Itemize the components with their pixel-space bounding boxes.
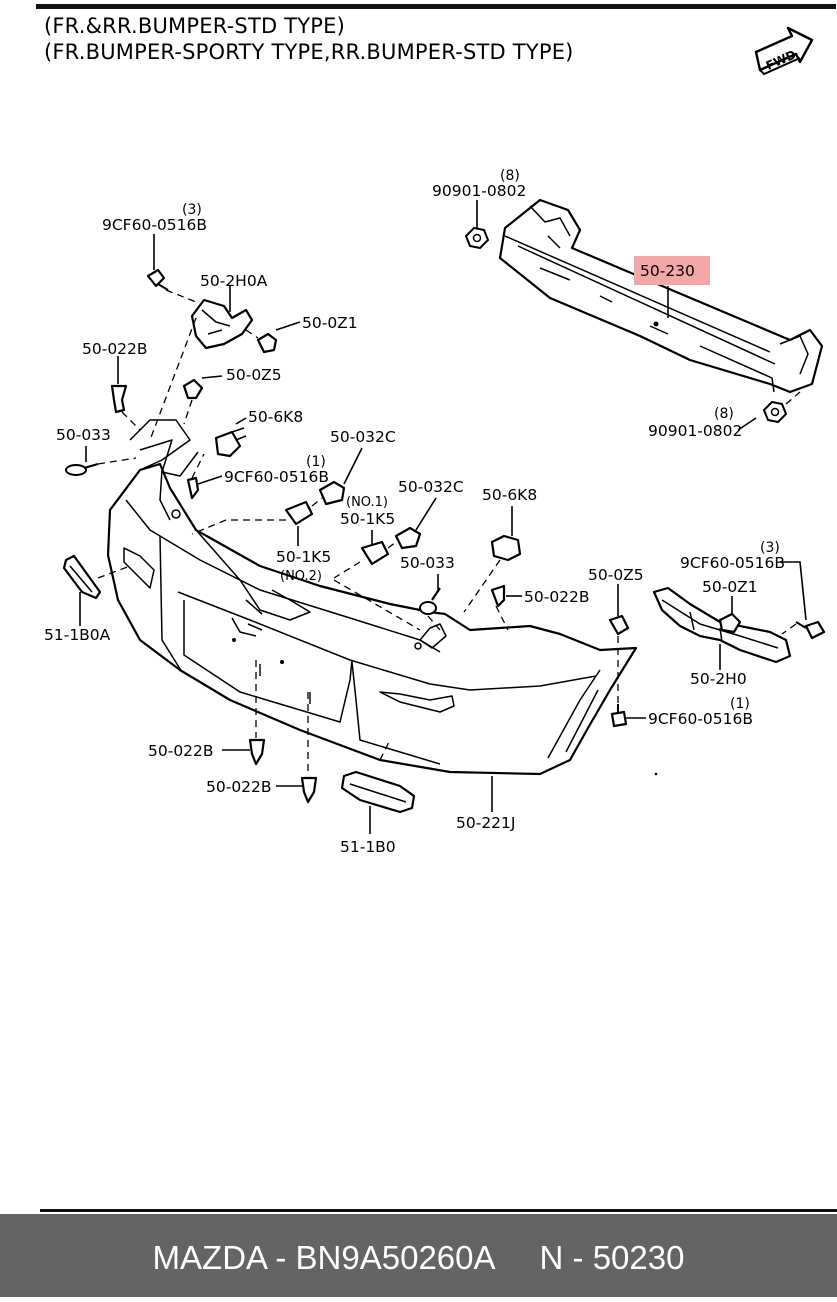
label-50-0z1-right: 50-0Z1 xyxy=(702,578,758,596)
dash-2h0a-down xyxy=(149,317,197,441)
label-50-2h0a: 50-2H0A xyxy=(200,272,268,290)
diagram-title-line-1: (FR.&RR.BUMPER-STD TYPE) xyxy=(44,14,346,38)
label-50-221j: 50-221J xyxy=(456,814,515,832)
top-rule xyxy=(36,4,836,9)
dash-022b-left xyxy=(121,411,141,431)
label-90901-top: 90901-0802 xyxy=(432,182,526,200)
dash-1k5-center-left xyxy=(333,561,361,579)
screw-9cf60-right xyxy=(795,620,826,640)
label-50-022b-bottom1: 50-022B xyxy=(148,742,214,760)
fwd-arrow-icon: FWD xyxy=(754,26,814,76)
clip-50-0z1-left xyxy=(256,332,278,354)
qty-9cf60-mid: (1) xyxy=(306,454,326,470)
screw-9cf60-bottom-right xyxy=(610,704,628,728)
label-50-022b-bottom2: 50-022B xyxy=(206,778,272,796)
label-9cf60-top: 9CF60-0516B xyxy=(102,216,207,234)
bumper-reinforcement-part xyxy=(498,198,824,394)
clip-50-1k5-no1 xyxy=(284,500,314,526)
leader-9cf60-right xyxy=(780,561,807,621)
label-50-1k5-no1: 50-1K5 xyxy=(340,510,395,528)
parts-diagram: FWD xyxy=(44,26,826,856)
footer-bar: MAZDA - BN9A50260A N - 50230 xyxy=(0,1214,837,1297)
clip-50-0z1-right xyxy=(718,612,742,634)
dash-51-1b0a xyxy=(97,565,131,579)
dash-6k8-right xyxy=(463,559,501,613)
fastener-50-6k8-right xyxy=(490,534,522,562)
dash-51-1b0 xyxy=(379,739,391,761)
screw-50-033-center xyxy=(419,587,441,615)
dash-022b-center xyxy=(495,605,509,631)
label-50-032c-top: 50-032C xyxy=(330,428,396,446)
label-50-033-center: 50-033 xyxy=(400,554,455,572)
label-51-1b0: 51-1B0 xyxy=(340,838,396,856)
label-50-6k8-left: 50-6K8 xyxy=(248,408,303,426)
reflector-51-1b0a-part xyxy=(62,554,102,600)
note-no2: (NO.2) xyxy=(280,569,322,584)
bracket-50-2h0a-part xyxy=(190,298,254,350)
dash-033-center xyxy=(427,615,441,631)
label-50-230: 50-230 xyxy=(640,262,695,280)
dash-1k5-center xyxy=(387,541,397,549)
label-50-022b-center: 50-022B xyxy=(524,588,590,606)
clip-50-032c-mid xyxy=(394,526,422,550)
label-90901-bottom: 90901-0802 xyxy=(648,422,742,440)
clip-50-1k5-center xyxy=(360,540,390,566)
qty-9cf60-right: (3) xyxy=(760,540,780,556)
dash-0z1-left xyxy=(245,329,259,339)
label-50-033-left: 50-033 xyxy=(56,426,111,444)
screw-9cf60-mid xyxy=(186,476,200,500)
dash-90901-bottom xyxy=(785,391,801,405)
dash-9cf60-mid xyxy=(191,453,205,479)
bottom-rule xyxy=(40,1209,837,1212)
dash-9cf60-top xyxy=(165,289,197,303)
clip-50-032c-top xyxy=(318,480,346,506)
label-9cf60-bottom-right: 9CF60-0516B xyxy=(648,710,753,728)
clip-50-0z5-right xyxy=(608,614,630,636)
label-50-2h0: 50-2H0 xyxy=(690,670,747,688)
leader-50-0z5-left xyxy=(201,375,223,379)
dash-9cf60-right xyxy=(781,623,797,635)
label-9cf60-mid: 9CF60-0516B xyxy=(224,468,329,486)
dash-1k5-center-down xyxy=(333,579,421,631)
clip-50-022b-center xyxy=(490,584,506,608)
leader-50-6k8-left xyxy=(235,417,247,425)
leader-50-032c-top xyxy=(343,447,363,485)
highlight-50-230 xyxy=(634,256,710,285)
clip-50-022b-left xyxy=(110,384,128,414)
leader-9cf60-mid xyxy=(197,475,223,485)
label-50-6k8-right: 50-6K8 xyxy=(482,486,537,504)
clip-50-0z5-left xyxy=(182,378,204,400)
label-9cf60-right: 9CF60-0516B xyxy=(680,554,785,572)
label-50-1k5-no2: 50-1K5 xyxy=(276,548,331,566)
nut-90901-top xyxy=(464,226,490,250)
dash-0z5-left xyxy=(183,399,193,425)
label-51-1b0a: 51-1B0A xyxy=(44,626,111,644)
label-50-0z5-left: 50-0Z5 xyxy=(226,366,282,384)
fastener-50-6k8-left xyxy=(214,427,247,458)
diagram-title-line-2: (FR.BUMPER-SPORTY TYPE,RR.BUMPER-STD TYP… xyxy=(44,40,574,64)
nut-90901-bottom xyxy=(762,400,788,424)
note-no1: (NO.1) xyxy=(346,495,388,510)
qty-90901-bottom: (8) xyxy=(714,406,734,422)
leader-50-0z1-left xyxy=(275,321,301,331)
clip-50-022b-bottom1 xyxy=(248,738,266,766)
leader-90901-bottom xyxy=(737,417,757,431)
qty-9cf60-top: (3) xyxy=(182,202,202,218)
dash-1k5-no1 xyxy=(311,497,323,507)
dash-033-left xyxy=(97,457,137,465)
qty-9cf60-bottom-right: (1) xyxy=(730,696,750,712)
leader-50-032c-mid xyxy=(415,497,437,531)
dash-1k5-no1-left2 xyxy=(191,519,227,535)
label-50-0z1-left: 50-0Z1 xyxy=(302,314,358,332)
reflector-51-1b0-part xyxy=(340,770,416,814)
screw-50-033-left xyxy=(65,462,99,476)
label-50-0z5-right: 50-0Z5 xyxy=(588,566,644,584)
screw-9cf60-top xyxy=(146,268,169,291)
clip-50-022b-bottom2 xyxy=(300,776,318,804)
qty-90901-top: (8) xyxy=(500,168,520,184)
label-50-032c-mid: 50-032C xyxy=(398,478,464,496)
label-50-022b-left: 50-022B xyxy=(82,340,148,358)
footer-part-number: MAZDA - BN9A50260A N - 50230 xyxy=(152,1239,685,1276)
